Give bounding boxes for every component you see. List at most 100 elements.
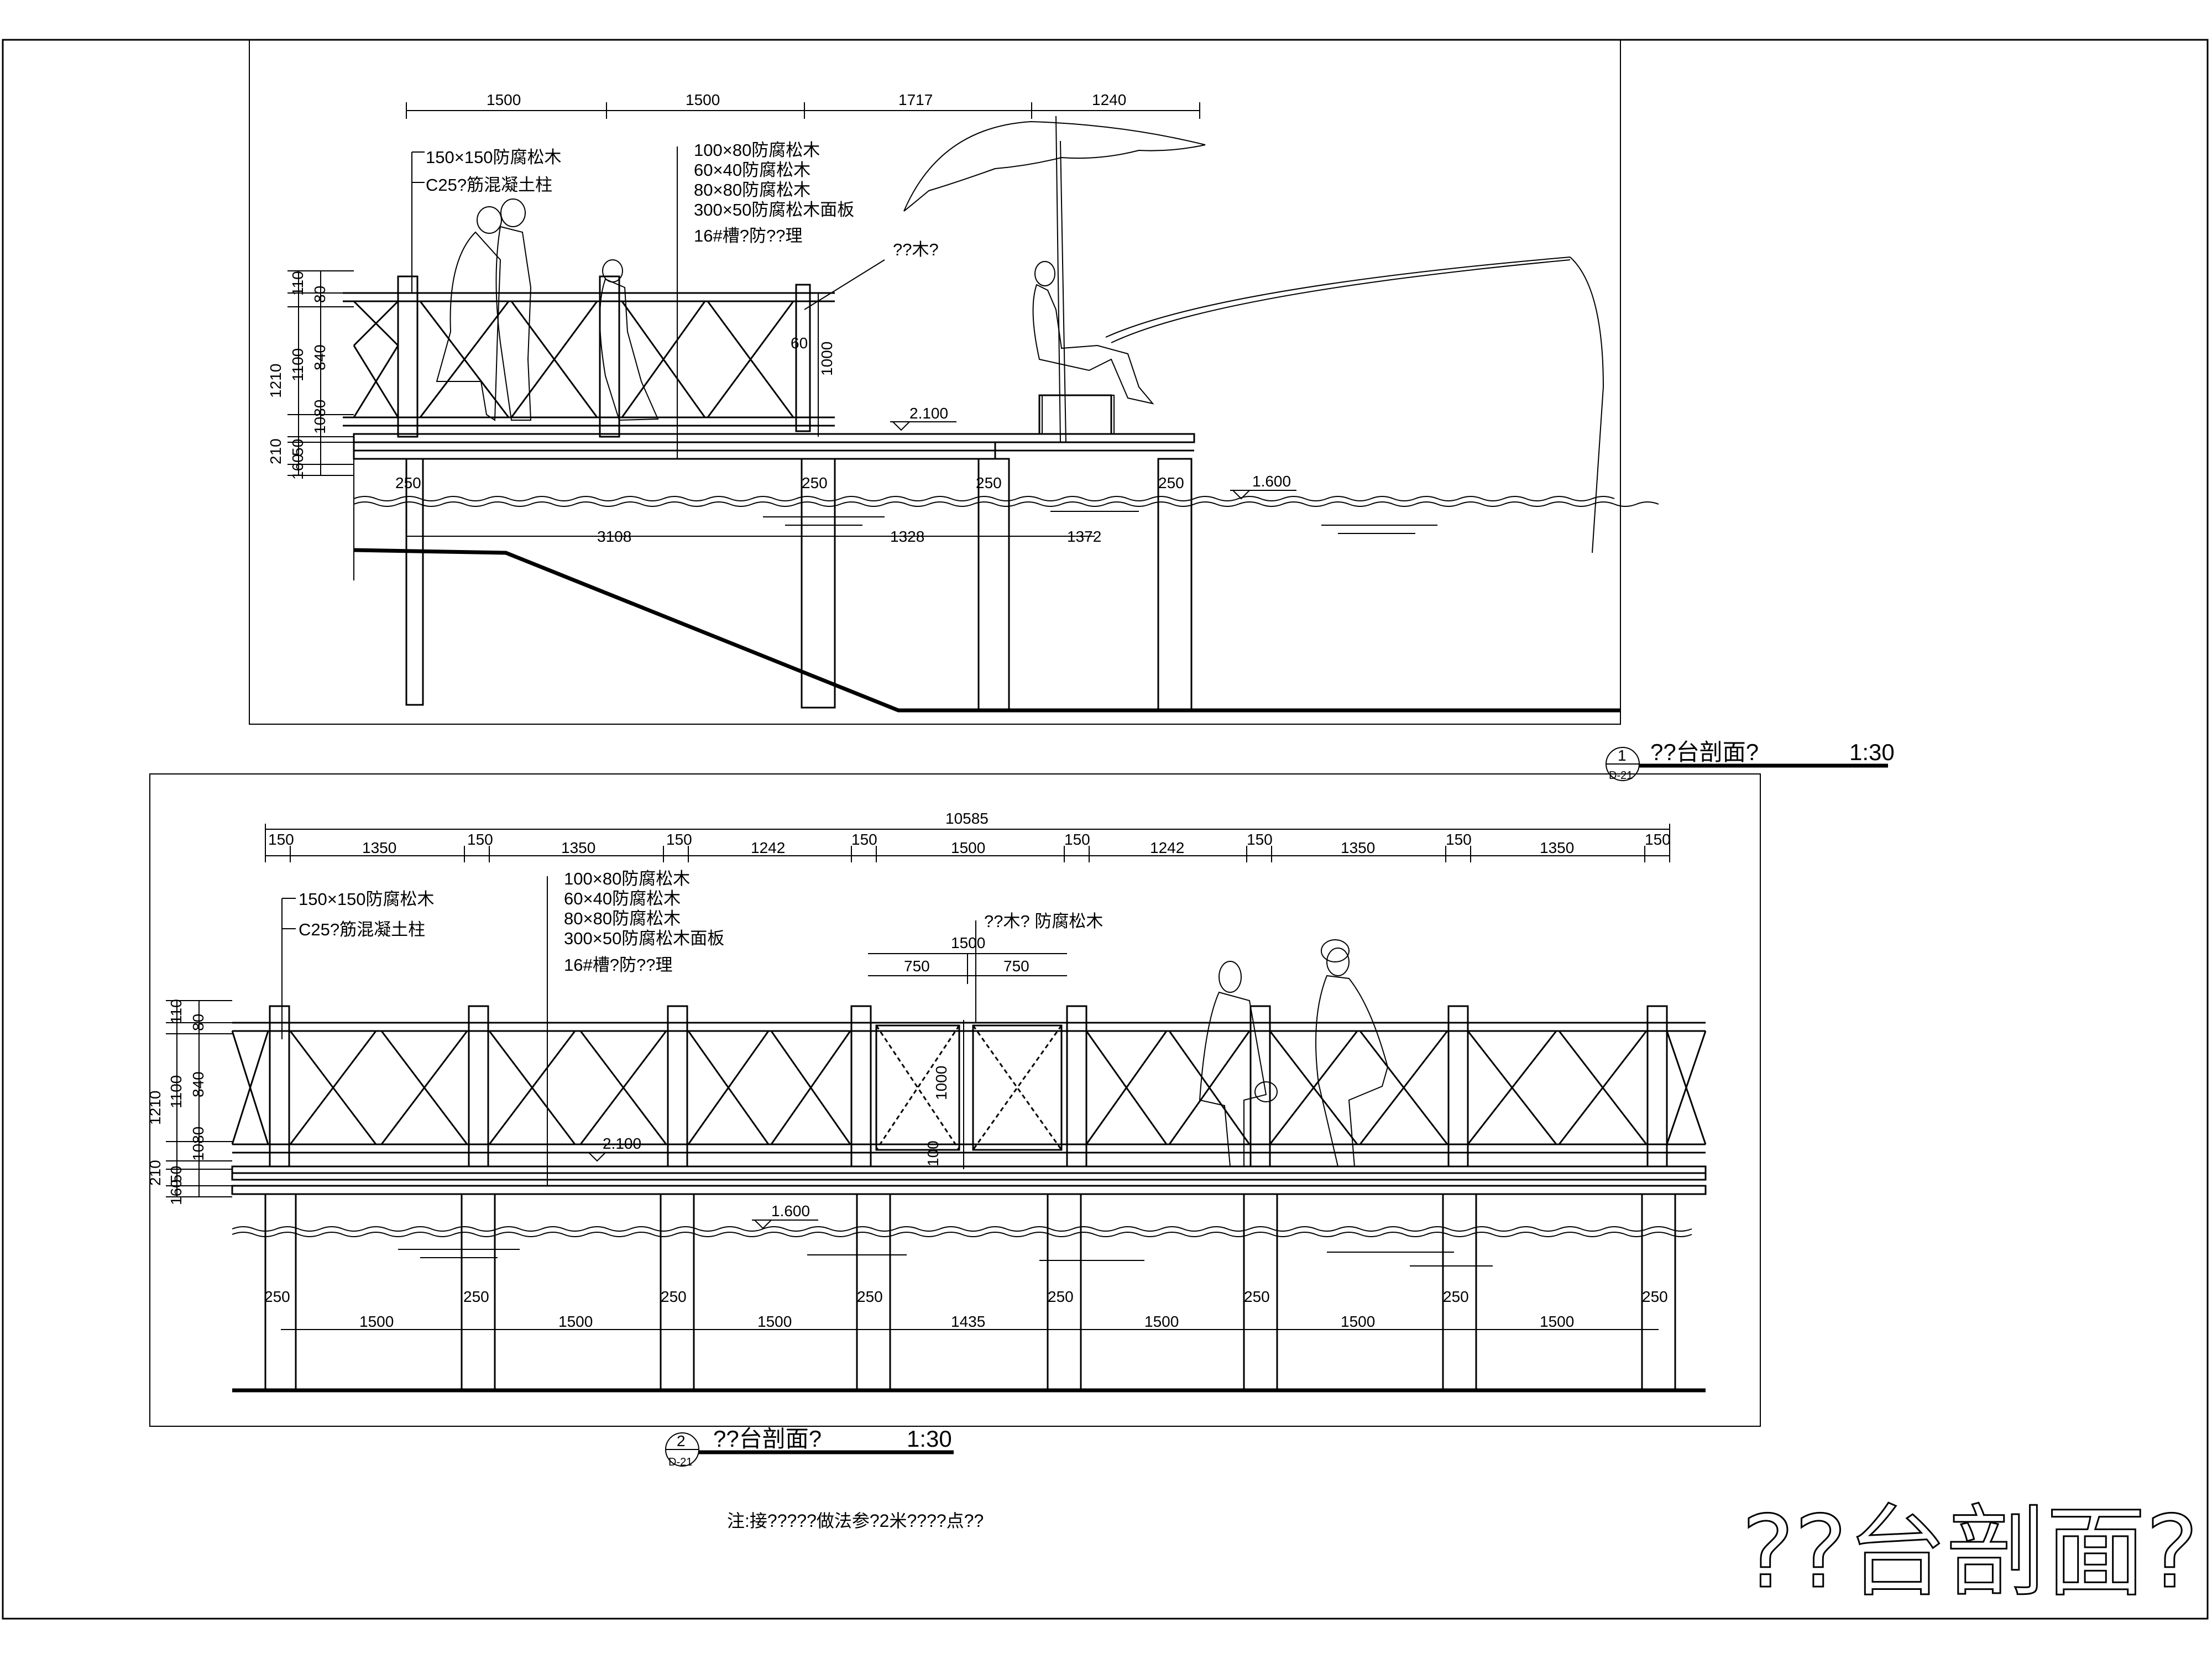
- s2-span-dim-7: 1500: [1540, 1313, 1574, 1330]
- s2-top-dim-7: 150: [851, 831, 877, 848]
- s2-post-dim-7: 250: [1443, 1288, 1469, 1305]
- s2-left-dim-1210: 1210: [147, 1091, 164, 1125]
- s2-span-dim-5: 1500: [1144, 1313, 1179, 1330]
- s2-water-level: 1.600: [771, 1202, 810, 1220]
- s2-span-dim-3: 1500: [757, 1313, 792, 1330]
- s2-callout-mid-1: 100×80防腐松木: [564, 869, 690, 888]
- s1-span-dim-2: 1328: [890, 528, 924, 545]
- s1-left-dim-1080: 1080: [311, 400, 328, 434]
- s1-title: ??台剖面?: [1650, 739, 1759, 765]
- s2-post-dim-5: 250: [1048, 1288, 1074, 1305]
- s2-callout-mid-2: 60×40防腐松木: [564, 889, 681, 908]
- s2-top-dim-8: 1500: [951, 839, 985, 856]
- s2-top-dim-9: 150: [1064, 831, 1090, 848]
- s2-top-dim-13: 150: [1446, 831, 1472, 848]
- s1-span-dim-3: 1372: [1067, 528, 1101, 545]
- s1-post-dim-4: 250: [1158, 474, 1184, 491]
- s1-rail-dim-60: 60: [791, 334, 808, 352]
- s2-span-dim-1: 1500: [359, 1313, 394, 1330]
- s1-left-dim-840: 840: [311, 344, 328, 370]
- s2-gate-dim-left: 750: [904, 957, 930, 975]
- s2-post-dim-4: 250: [857, 1288, 883, 1305]
- s1-callout-mid-5: 16#槽?防??理: [694, 226, 802, 245]
- s1-water-level: 1.600: [1252, 473, 1291, 490]
- s2-post-dim-6: 250: [1244, 1288, 1270, 1305]
- s1-deck-level: 2.100: [909, 405, 948, 422]
- s1-callout-mid-2: 60×40防腐松木: [694, 160, 810, 180]
- s2-top-dim-15: 150: [1645, 831, 1671, 848]
- section-1-drawing: 1500 1500 1717 1240 150×150防腐松木 C25?筋混凝土…: [249, 39, 1895, 782]
- s2-deck: [231, 1165, 1707, 1195]
- s1-left-dim-1210: 1210: [267, 364, 284, 398]
- s2-left-dim-110: 110: [168, 999, 185, 1024]
- s1-callout-column: C25?筋混凝土柱: [426, 175, 552, 195]
- s2-top-dim-4: 1350: [561, 839, 595, 856]
- s1-posts: [405, 458, 1193, 711]
- s2-ref-sheet: D-21: [668, 1456, 692, 1468]
- s1-ref-sheet: D-21: [1609, 770, 1633, 782]
- s2-callout-wood: ??木? 防腐松木: [984, 912, 1103, 931]
- s2-post-dim-2: 250: [463, 1288, 489, 1305]
- s2-water: [232, 1226, 1692, 1267]
- section-1-frame: [249, 39, 1621, 725]
- s1-ground-line: [353, 548, 1620, 713]
- s2-top-dim-6: 1242: [751, 839, 785, 856]
- s2-top-dim-11: 150: [1247, 831, 1273, 848]
- s2-left-dim-80: 80: [190, 1014, 207, 1031]
- s1-left-dim-50: 50: [289, 439, 306, 456]
- s1-railing: [343, 275, 835, 438]
- s1-fisher-figure: [1032, 257, 1604, 553]
- s2-deck-level: 2.100: [603, 1135, 641, 1152]
- s1-title-block: 1 D-21 ??台剖面? 1:30: [1606, 739, 1895, 782]
- s1-left-dim-80: 80: [311, 286, 328, 303]
- s2-gate-dim-total: 1500: [951, 934, 985, 951]
- s2-left-dim-50: 50: [168, 1166, 185, 1183]
- s1-callout-mid-3: 80×80防腐松木: [694, 180, 810, 200]
- s2-ref-number: 2: [677, 1432, 686, 1449]
- s2-top-dim-10: 1242: [1150, 839, 1184, 856]
- s2-left-dim-840: 840: [190, 1071, 207, 1097]
- s1-span-dim-1: 3108: [597, 528, 631, 545]
- s1-callout-mid-4: 300×50防腐松木面板: [694, 200, 854, 219]
- s2-span-dim-2: 1500: [558, 1313, 593, 1330]
- s1-top-dim-3: 1717: [898, 91, 933, 108]
- s1-people-figures: [436, 198, 659, 421]
- s2-callout-post: 150×150防腐松木: [299, 889, 435, 909]
- s2-callout-mid-5: 16#槽?防??理: [564, 955, 672, 975]
- s1-left-dim-210: 210: [267, 438, 284, 464]
- s2-railing: [231, 1005, 1707, 1168]
- s1-post-dim-1: 250: [395, 474, 421, 491]
- s1-ref-number: 1: [1618, 747, 1627, 764]
- s2-top-dim-5: 150: [666, 831, 692, 848]
- s2-top-dim-2: 1350: [362, 839, 396, 856]
- s2-left-dim-160: 160: [168, 1179, 185, 1205]
- s1-umbrella-figure: [903, 116, 1206, 443]
- s1-callout-post: 150×150防腐松木: [426, 148, 562, 167]
- s2-span-dim-6: 1500: [1341, 1313, 1375, 1330]
- s2-top-dim-14: 1350: [1540, 839, 1574, 856]
- s2-gate-dim-right: 750: [1003, 957, 1029, 975]
- s2-callout-mid-3: 80×80防腐松木: [564, 909, 681, 928]
- s2-left-dim-1080: 1080: [190, 1127, 207, 1161]
- s1-deck: [353, 394, 1195, 460]
- drawing-note: 注:接?????做法参?2米????点??: [727, 1511, 984, 1531]
- s1-left-dim-110: 110: [289, 271, 306, 296]
- s1-top-dim-4: 1240: [1092, 91, 1126, 108]
- s2-span-dim-4: 1435: [951, 1313, 985, 1330]
- s2-post-dim-1: 250: [264, 1288, 290, 1305]
- s2-title: ??台剖面?: [713, 1426, 822, 1452]
- s2-post-dim-8: 250: [1642, 1288, 1668, 1305]
- s1-scale: 1:30: [1849, 739, 1895, 765]
- s1-callout-wood: ??木?: [893, 240, 939, 259]
- s2-left-dim-1100: 1100: [168, 1075, 185, 1108]
- sheet-title: ??台剖面?: [1742, 1495, 2199, 1610]
- s2-top-dim-12: 1350: [1341, 839, 1375, 856]
- s1-left-dim-1100: 1100: [289, 348, 306, 381]
- s1-rail-dim-1000: 1000: [818, 342, 835, 376]
- section-2-frame: [149, 773, 1761, 1427]
- s2-overall-dim: 10585: [945, 810, 989, 827]
- s1-post-dim-2: 250: [802, 474, 828, 491]
- s2-scale: 1:30: [907, 1426, 952, 1452]
- s1-left-dim-160: 160: [289, 454, 306, 480]
